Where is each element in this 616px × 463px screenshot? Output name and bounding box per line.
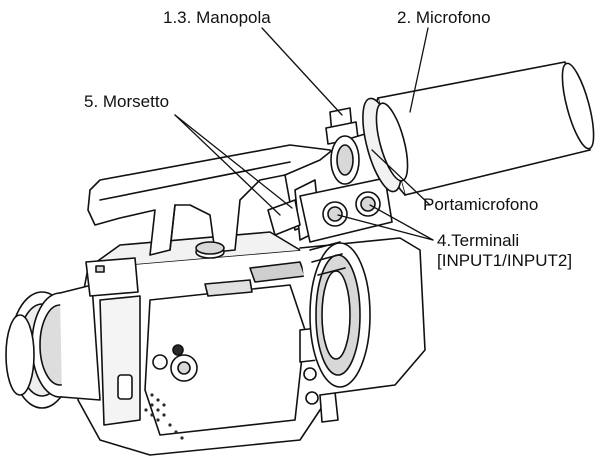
lcd-panel bbox=[85, 257, 139, 297]
leader-terminali-1 bbox=[337, 214, 434, 241]
handle bbox=[87, 144, 336, 259]
lens-barrel bbox=[299, 237, 426, 396]
leader-morsetto-2 bbox=[174, 114, 293, 209]
label-terminali-line1: 4.Terminali bbox=[437, 231, 520, 250]
leader-microfono bbox=[409, 27, 429, 113]
lens-front bbox=[5, 284, 101, 409]
leader-portamicrofono bbox=[371, 149, 431, 206]
leader-terminali-2 bbox=[369, 204, 434, 241]
label-portamicrofono: Portamicrofono bbox=[423, 195, 539, 214]
input-terminals bbox=[299, 177, 393, 243]
label-terminali-line2: [INPUT1/INPUT2] bbox=[437, 251, 573, 270]
speaker-grille bbox=[144, 393, 184, 440]
leader-manopola bbox=[261, 27, 343, 116]
label-terminali: 4.Terminali [INPUT1/INPUT2] bbox=[437, 231, 572, 271]
label-morsetto: 5. Morsetto bbox=[84, 92, 170, 111]
label-manopola: 1.3. Manopola bbox=[163, 8, 271, 27]
leader-lines bbox=[174, 27, 434, 241]
label-microfono: 2. Microfono bbox=[397, 8, 491, 27]
camera-body bbox=[77, 231, 346, 456]
leader-morsetto-1 bbox=[174, 114, 281, 216]
microphone bbox=[362, 61, 595, 196]
